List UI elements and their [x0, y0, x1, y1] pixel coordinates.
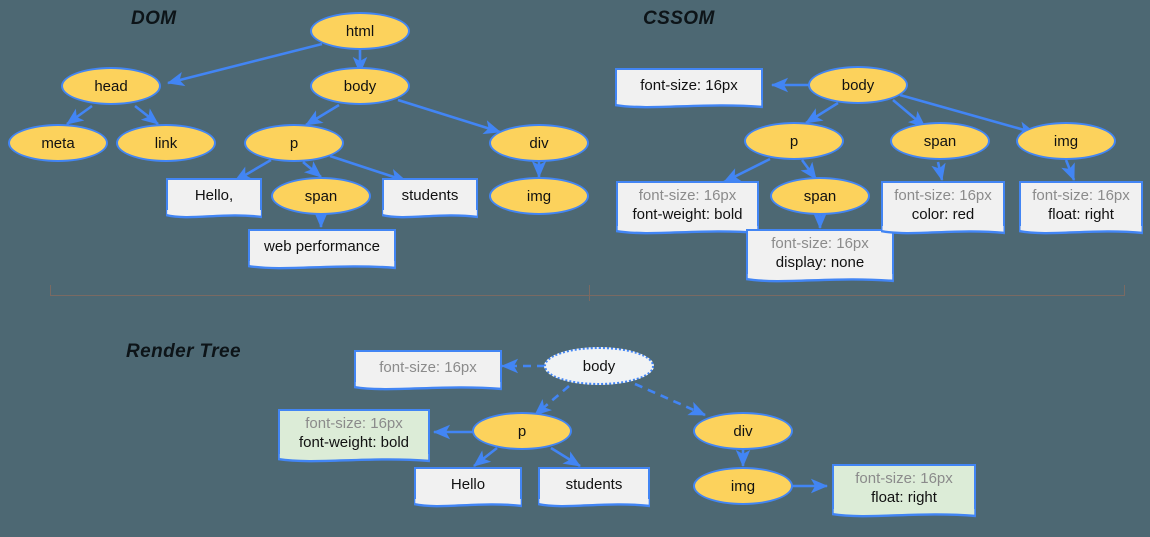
dom-node-link[interactable]: link [116, 124, 216, 162]
dom-node-p[interactable]: p [244, 124, 344, 162]
render-rule-img-own: float: right [871, 488, 937, 506]
wave-edge-icon [616, 226, 759, 235]
wave-edge-icon [746, 274, 894, 283]
cssom-rule-img[interactable]: font-size: 16px float: right [1019, 181, 1143, 235]
cssom-node-span[interactable]: span [890, 122, 990, 160]
cssom-rule-span-own: color: red [911, 205, 975, 223]
cssom-rule-p-inherited: font-size: 16px [638, 186, 737, 204]
cssom-rule-img-own: float: right [1048, 205, 1114, 223]
dom-node-head[interactable]: head [61, 67, 161, 105]
render-node-p[interactable]: p [472, 412, 572, 450]
wave-edge-icon [615, 100, 763, 109]
render-rule-img[interactable]: font-size: 16px float: right [832, 464, 976, 518]
cssom-node-img[interactable]: img [1016, 122, 1116, 160]
wave-edge-icon [278, 454, 430, 463]
wave-edge-icon [382, 210, 478, 219]
cssom-rule-p[interactable]: font-size: 16px font-weight: bold [616, 181, 759, 235]
divider-tick-right [1124, 285, 1125, 295]
dom-node-img[interactable]: img [489, 177, 589, 215]
dom-node-div[interactable]: div [489, 124, 589, 162]
render-rule-body[interactable]: font-size: 16px [354, 350, 502, 391]
wave-edge-icon [538, 499, 650, 508]
wave-edge-icon [354, 382, 502, 391]
dom-node-html[interactable]: html [310, 12, 410, 50]
wave-edge-icon [1019, 226, 1143, 235]
wave-edge-icon [248, 261, 396, 270]
render-rule-img-inherited: font-size: 16px [855, 469, 953, 487]
cssom-rule-span-child-inherited: font-size: 16px [771, 234, 869, 252]
render-node-img[interactable]: img [693, 467, 793, 505]
cssom-rule-span-child[interactable]: font-size: 16px display: none [746, 229, 894, 283]
cssom-rule-span-inherited: font-size: 16px [894, 186, 992, 204]
dom-node-span[interactable]: span [271, 177, 371, 215]
render-text-node-hello[interactable]: Hello [414, 467, 522, 508]
section-title-cssom: CSSOM [643, 8, 715, 29]
render-node-body[interactable]: body [544, 347, 654, 385]
dom-node-meta[interactable]: meta [8, 124, 108, 162]
dom-node-body[interactable]: body [310, 67, 410, 105]
cssom-rule-span[interactable]: font-size: 16px color: red [881, 181, 1005, 235]
section-divider [50, 295, 1125, 296]
dom-text-node-students[interactable]: students [382, 178, 478, 219]
wave-edge-icon [881, 226, 1005, 235]
dom-text-webperf-label: web performance [264, 237, 380, 255]
dom-text-students-label: students [401, 186, 459, 204]
section-title-render-tree: Render Tree [126, 341, 241, 362]
wave-edge-icon [832, 509, 976, 518]
section-title-dom: DOM [131, 8, 177, 29]
divider-tick-left [50, 285, 51, 295]
render-rule-p-own: font-weight: bold [298, 433, 410, 451]
render-rule-p[interactable]: font-size: 16px font-weight: bold [278, 409, 430, 463]
cssom-rule-img-inherited: font-size: 16px [1032, 186, 1130, 204]
render-text-hello-label: Hello [450, 475, 486, 493]
dom-text-node-hello[interactable]: Hello, [166, 178, 262, 219]
render-text-students-label: students [565, 475, 623, 493]
dom-text-node-web-performance[interactable]: web performance [248, 229, 396, 270]
wave-edge-icon [414, 499, 522, 508]
render-text-node-students[interactable]: students [538, 467, 650, 508]
dom-text-hello-label: Hello, [194, 186, 234, 204]
cssom-node-span-child[interactable]: span [770, 177, 870, 215]
cssom-rule-body[interactable]: font-size: 16px [615, 68, 763, 109]
cssom-node-body[interactable]: body [808, 66, 908, 104]
cssom-rule-p-own: font-weight: bold [632, 205, 743, 223]
divider-tick-center [589, 285, 590, 301]
render-rule-p-inherited: font-size: 16px [305, 414, 403, 432]
render-node-div[interactable]: div [693, 412, 793, 450]
render-rule-body-inherited: font-size: 16px [379, 358, 477, 376]
cssom-rule-span-child-own: display: none [775, 253, 865, 271]
cssom-node-p[interactable]: p [744, 122, 844, 160]
cssom-rule-body-own: font-size: 16px [640, 76, 738, 94]
wave-edge-icon [166, 210, 262, 219]
